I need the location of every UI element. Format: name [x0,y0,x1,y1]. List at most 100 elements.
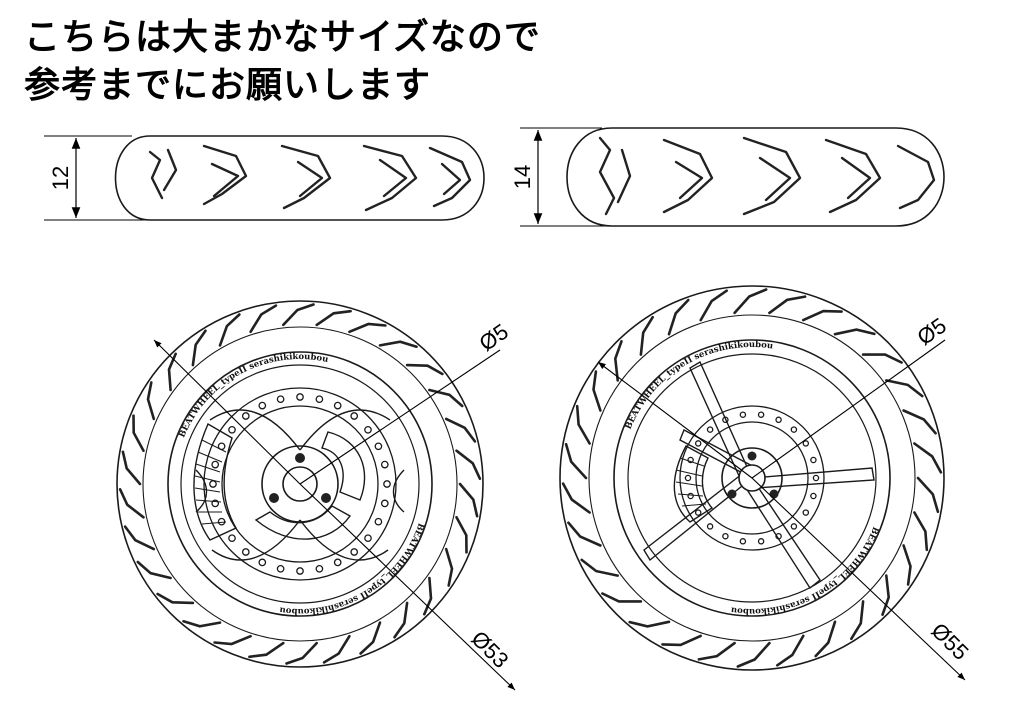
disc-hole [374,442,383,451]
disc-hole [315,395,324,404]
disc-hole [810,456,817,464]
tread-mark [444,417,477,443]
disc-hole [364,534,372,543]
tread-mark [881,574,891,616]
disc-hole [790,426,798,433]
disc-hole [722,416,729,424]
outer-leader-line [299,483,516,691]
disc-hole [364,425,372,434]
disc-hole [812,474,820,482]
tread-mark [850,600,865,641]
disc-hole [739,538,747,545]
tread-mark [861,353,903,364]
disc-hole [694,440,702,447]
tread-mark [282,303,315,327]
disc-hole [315,564,324,573]
tread-mark [814,620,837,658]
disc-hole [350,548,359,556]
tire-profile-outline [114,135,485,221]
disc-hole [722,532,729,540]
tread-mark [121,450,142,486]
disc-hole [739,411,747,418]
rim-inner [180,364,420,604]
wheel-2: BEATWHEEL_typeII serashikikoubou BEATWHE… [559,285,974,681]
hub-leader-line [299,349,501,485]
tread-mark [285,641,318,665]
tread-mark [575,404,591,445]
tread-mark [213,634,252,646]
disc-hole [706,426,714,433]
disc-hole [775,416,782,424]
tread-mark [167,352,177,392]
disc-hole [276,395,285,404]
disc-hole [802,440,810,447]
tire-profile-12: 12 [44,135,485,221]
outer-leader-line [751,477,966,681]
tire-profile-outline [566,127,945,227]
tread-mark [628,620,671,628]
hub-diameter-label: Ø5 [475,319,513,356]
tread-mark [916,476,940,514]
tread-mark [136,560,172,580]
tread-mark [156,592,195,605]
disc-hole [706,523,714,530]
disc-hole [350,412,359,420]
tire-tread-marks [118,303,482,665]
disc-hole [810,492,817,500]
disc-hole [209,480,217,488]
tread-mark [322,634,351,664]
disc-hole [296,567,304,575]
tread-mark [567,521,602,547]
disc-hole [383,480,391,488]
tread-mark [393,601,409,639]
tread-mark [455,449,482,480]
tread-mark [348,322,387,334]
disc-hole [687,456,694,464]
tread-mark [359,621,382,655]
disc-hole [790,523,798,530]
tire-inner-edge [588,314,916,642]
tread-mark [405,363,444,376]
tread-mark [248,641,285,659]
tread-mark [913,511,929,552]
tread-mark [123,525,156,551]
tread-mark [428,388,464,408]
height-label: 14 [510,165,535,189]
tread-mark [118,488,145,519]
tread-mark [249,304,278,334]
tread-mark [733,288,768,315]
tire-profile-14: 14 [510,127,945,227]
disc-hole [333,401,342,410]
tread-mark [833,328,876,336]
disc-hole [775,532,782,540]
tread-mark [902,409,937,435]
height-label: 12 [48,166,73,190]
disc-hole [333,558,342,567]
tread-mark [561,482,591,514]
tread-mark [697,641,736,661]
tread-mark [423,576,433,616]
disc-hole [211,499,220,508]
tread-mark [902,544,912,586]
disc-hole [241,548,250,556]
tread-mark [667,298,690,336]
disc-hole [802,509,810,516]
disc-hole [228,425,236,434]
spokes [643,360,875,590]
disc-hole [380,499,389,508]
tread-mark [736,641,771,668]
tread-mark [768,295,807,315]
tread-mark [444,547,454,587]
tread-mark [182,620,222,628]
tread-mark [146,381,156,421]
disc-hole [684,474,692,482]
disc-hole [687,492,694,500]
tread-mark [699,289,728,322]
tread-mark [592,370,602,412]
size-note-line-1: こちらは大まかなサイズなので [24,17,541,58]
rim-outer [613,339,891,617]
tread-mark [885,379,924,398]
outer-diameter-label: Ø55 [926,618,973,665]
tread-mark [613,340,623,382]
